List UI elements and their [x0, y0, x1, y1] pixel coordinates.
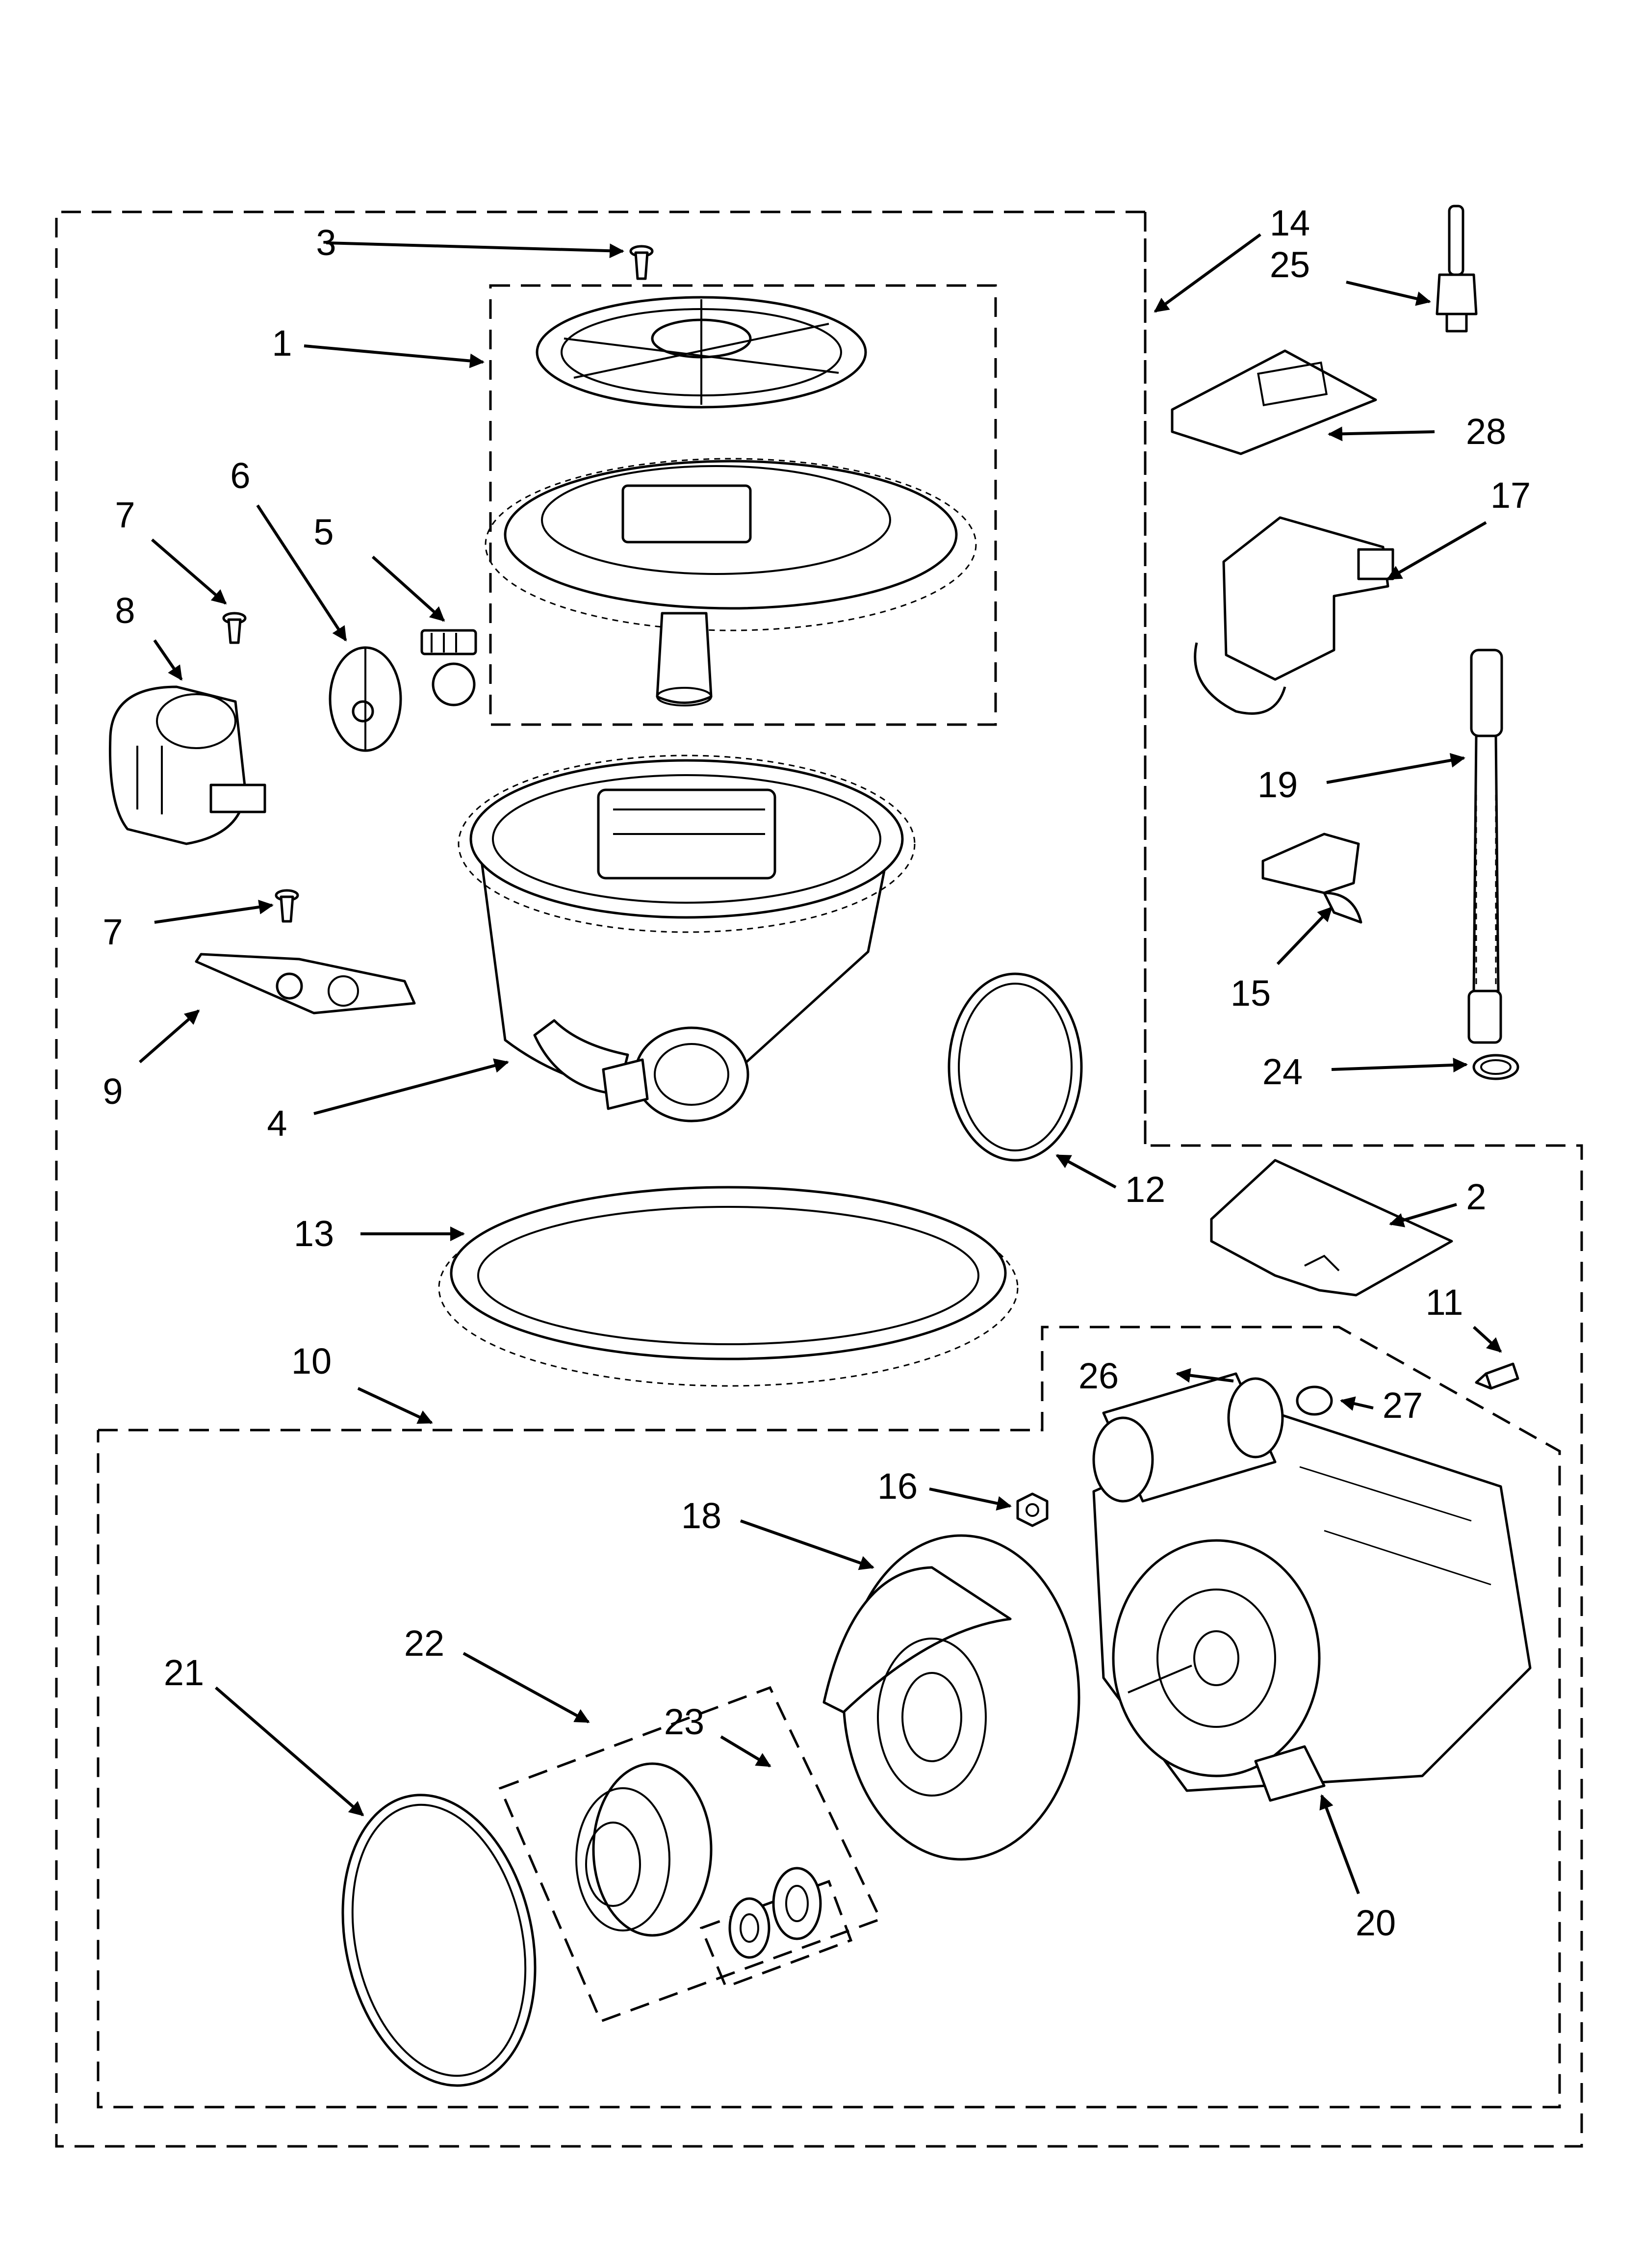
callout-23: 23 [664, 1701, 704, 1742]
callout-7a: 7 [115, 495, 135, 535]
seal-inner-box [699, 1879, 853, 1989]
callout-11: 11 [1426, 1282, 1463, 1323]
bracket-9 [195, 953, 416, 1015]
leader-lines [139, 233, 1502, 1895]
callout-18: 18 [681, 1495, 721, 1536]
screw-3 [629, 245, 654, 280]
callout-8: 8 [115, 590, 135, 631]
bracket-17 [1194, 516, 1394, 715]
callout-9: 9 [103, 1071, 123, 1112]
seal-housing-22 [575, 1762, 713, 1937]
callout-14: 14 [1270, 203, 1310, 243]
callout-17: 17 [1490, 475, 1531, 516]
pump-housing-18 [822, 1534, 1080, 1861]
callout-22: 22 [404, 1623, 444, 1664]
pump-motor-box [97, 1326, 1561, 2109]
callout-16: 16 [877, 1466, 918, 1507]
shield-28 [1171, 349, 1377, 455]
callout-3: 3 [316, 222, 336, 263]
callout-10: 10 [291, 1341, 332, 1382]
callout-21: 21 [164, 1652, 204, 1693]
callout-4: 4 [267, 1103, 287, 1144]
filter-top-cover [536, 296, 867, 409]
hose-19 [1467, 649, 1503, 1044]
o-ring-21 [341, 1794, 537, 2087]
clamp-24 [1472, 1054, 1519, 1080]
callout-19: 19 [1257, 764, 1298, 805]
callout-15: 15 [1231, 973, 1271, 1014]
screw-7-upper [222, 612, 247, 644]
seal-ring-13 [438, 1186, 1019, 1387]
main-assembly-boundary [55, 210, 1583, 2148]
nut-16 [1016, 1492, 1049, 1527]
callout-20: 20 [1356, 1903, 1396, 1943]
shield-2 [1210, 1159, 1453, 1297]
sump [458, 755, 916, 1122]
sensor-25 [1436, 205, 1478, 333]
callout-labels: 1 2 3 4 5 6 7 7 8 9 10 11 12 13 14 15 16… [103, 203, 1531, 1943]
clip-5 [420, 629, 477, 706]
callout-12: 12 [1125, 1169, 1165, 1210]
callout-6: 6 [230, 455, 250, 496]
callout-26: 26 [1078, 1356, 1119, 1396]
callout-1: 1 [272, 323, 292, 364]
disk-27 [1296, 1385, 1333, 1416]
motor-assembly-20 [1092, 1411, 1532, 1802]
gasket-ring-12 [948, 972, 1083, 1162]
screw-11 [1475, 1362, 1519, 1390]
callout-13: 13 [294, 1213, 334, 1254]
callout-5: 5 [313, 512, 334, 552]
callout-25: 25 [1270, 244, 1310, 285]
screw-7-lower [275, 889, 299, 923]
filter-assembly-box [489, 284, 997, 726]
callout-24: 24 [1262, 1051, 1303, 1092]
seal-kit-box [498, 1686, 882, 2023]
callout-7b: 7 [103, 912, 123, 952]
callout-2: 2 [1466, 1176, 1486, 1217]
disk-6 [329, 646, 402, 752]
seal-23 [728, 1867, 822, 1959]
filter-bottom-assembly [485, 458, 977, 706]
clip-15 [1261, 833, 1362, 924]
callout-27: 27 [1383, 1385, 1423, 1426]
callout-28: 28 [1466, 411, 1506, 452]
diverter-motor-8 [108, 685, 266, 845]
component-26 [1092, 1372, 1284, 1503]
